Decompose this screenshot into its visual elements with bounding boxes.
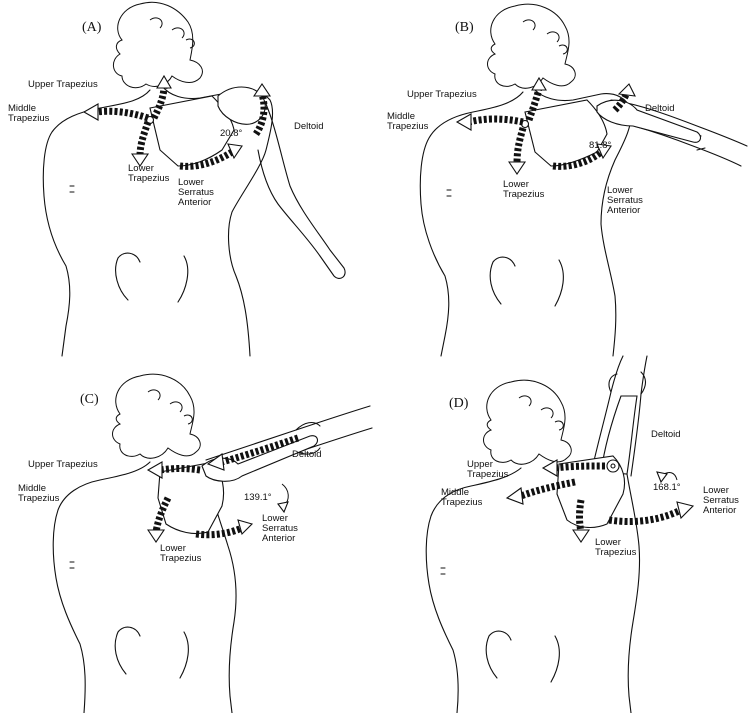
lower-trapezius-label: Lower Trapezius xyxy=(128,164,169,184)
lower-serratus-anterior-label: Lower Serratus Anterior xyxy=(703,486,739,516)
lower-serratus-anterior-label: Lower Serratus Anterior xyxy=(178,178,214,208)
middle-trapezius-arrow xyxy=(457,114,523,130)
panel-b: (B) Upper Trapezius Middle Trapezius Low… xyxy=(375,0,750,356)
lower-trapezius-label: Lower Trapezius xyxy=(503,180,544,200)
hair-outline xyxy=(484,380,572,464)
angle-value: 20.8° xyxy=(220,128,242,139)
panel-label: (D) xyxy=(449,396,468,412)
panel-label: (B) xyxy=(455,20,474,36)
panel-b-illustration xyxy=(375,0,750,356)
deltoid-label: Deltoid xyxy=(292,450,322,460)
panel-d-illustration xyxy=(375,356,750,713)
lower-trapezius-label: Lower Trapezius xyxy=(595,538,636,558)
angle-value: 81.8° xyxy=(589,140,611,151)
deltoid-label: Deltoid xyxy=(645,104,675,114)
middle-trapezius-arrow xyxy=(84,104,148,120)
panel-label: (C) xyxy=(80,392,99,408)
middle-trapezius-label: Middle Trapezius xyxy=(441,488,482,508)
panel-a: (A) Upper Trapezius Middle Trapezius Low… xyxy=(0,0,375,356)
upper-trapezius-label: Upper Trapezius xyxy=(467,460,508,480)
panel-label: (A) xyxy=(82,20,101,36)
lower-trapezius-label: Lower Trapezius xyxy=(160,544,201,564)
lower-trapezius-arrow xyxy=(132,122,148,166)
panel-c-illustration xyxy=(0,356,375,713)
lower-serratus-anterior-label: Lower Serratus Anterior xyxy=(262,514,298,544)
deltoid-label: Deltoid xyxy=(651,430,681,440)
middle-trapezius-label: Middle Trapezius xyxy=(8,104,49,124)
upper-trapezius-label: Upper Trapezius xyxy=(28,460,98,470)
hair-outline xyxy=(488,4,576,88)
torso-outline xyxy=(53,462,150,713)
deltoid-label: Deltoid xyxy=(294,122,324,132)
middle-trapezius-label: Middle Trapezius xyxy=(387,112,428,132)
panel-c: (C) Upper Trapezius Middle Trapezius Low… xyxy=(0,356,375,712)
upper-trapezius-label: Upper Trapezius xyxy=(28,80,98,90)
hair-outline xyxy=(113,2,202,87)
panel-d: (D) Upper Trapezius Middle Trapezius Low… xyxy=(375,356,750,712)
lower-serratus-anterior-label: Lower Serratus Anterior xyxy=(607,186,643,216)
serratus-anterior-arrow xyxy=(609,502,693,522)
middle-trapezius-label: Middle Trapezius xyxy=(18,484,59,504)
angle-value: 168.1° xyxy=(653,482,681,493)
upper-trapezius-label: Upper Trapezius xyxy=(407,90,477,100)
hair-outline xyxy=(113,374,201,458)
angle-value: 139.1° xyxy=(244,492,272,503)
lower-trapezius-arrow xyxy=(509,128,525,174)
